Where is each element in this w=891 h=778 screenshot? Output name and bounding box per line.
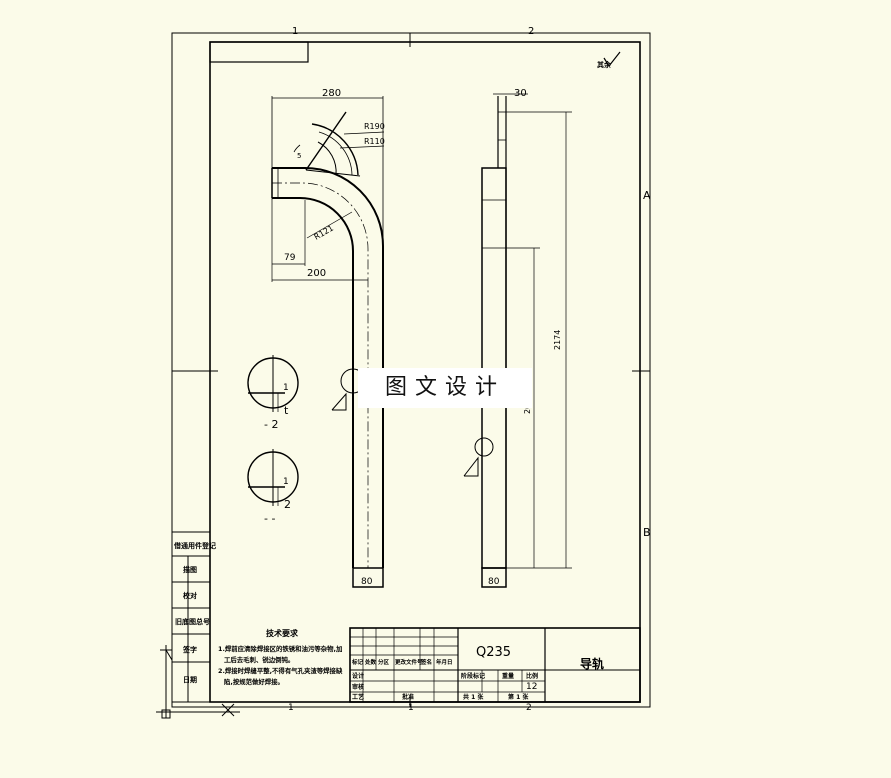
dim-30: 30	[514, 88, 527, 99]
watermark-overlay: 图文设计	[358, 368, 532, 408]
left-stamp-column	[171, 531, 211, 703]
dim-200: 200	[307, 268, 326, 279]
roughness-check-icon	[603, 51, 621, 68]
dim-79: 79	[284, 253, 296, 263]
dim-80-side: 80	[488, 577, 500, 587]
stamp-col-4: 签字	[182, 645, 197, 654]
dim-r190: R190	[364, 122, 385, 131]
tb-label-5: 年月日	[436, 658, 453, 666]
section-2-mark: 1	[283, 477, 289, 487]
stamp-col-5: 日期	[183, 675, 197, 684]
roughness-text: 其余	[597, 60, 612, 69]
front-view	[271, 96, 385, 588]
tb-scale-value: 12	[526, 682, 537, 692]
title-block	[349, 627, 641, 703]
tb-label-2: 分区	[378, 658, 390, 666]
dim-280: 280	[322, 88, 341, 99]
zone-bottom-2: 1	[408, 703, 414, 713]
dim-2174: 2174	[553, 330, 562, 350]
stamp-col-2: 校对	[183, 591, 197, 600]
section-2-caption: - -	[264, 512, 275, 525]
tech-title: 技术要求	[266, 628, 299, 638]
tb-design: 设计	[352, 672, 364, 680]
section-1-mark: 1	[283, 383, 289, 393]
dim-80-front: 80	[361, 577, 373, 587]
code-box	[209, 41, 309, 63]
tb-check: 审核	[352, 683, 364, 691]
tech-line-2: 工后去毛刺、锐边倒钝。	[224, 655, 294, 664]
tb-label-4: 签名	[420, 658, 432, 666]
tb-sheet: 第 1 张	[507, 693, 529, 701]
tech-line-4: 陷,按规范做好焊接。	[224, 677, 284, 686]
tb-weight: 重量	[502, 672, 514, 680]
stamp-col-0: 借通用件登记	[173, 541, 216, 550]
dim-angle: 5	[297, 152, 301, 160]
zone-top-1: 1	[292, 26, 298, 37]
tb-label-0: 标记	[351, 658, 364, 666]
dim-r110: R110	[364, 137, 385, 146]
tb-sheets: 共 1 张	[463, 693, 484, 701]
tb-scale: 比例	[526, 672, 538, 680]
tb-label-1: 处数	[364, 658, 377, 666]
zone-bottom-3: 2	[526, 703, 532, 713]
roughness-symbol: 其余	[597, 51, 621, 69]
zone-top-2: 2	[528, 26, 534, 37]
outer-frame	[171, 32, 651, 708]
tb-stage: 阶段标记	[461, 672, 485, 680]
zone-bottom-1: 1	[288, 703, 294, 713]
dim-r121: R121	[313, 224, 336, 242]
tech-line-3: 2.焊接时焊缝平整,不得有气孔夹渣等焊接缺	[218, 666, 343, 675]
tech-line-1: 1.焊前应清除焊接区的铁锈和油污等杂物,加	[218, 644, 342, 653]
tb-label-3: 更改文件号	[395, 658, 423, 666]
section-2-side: 2	[284, 498, 291, 511]
tb-approve: 批准	[402, 693, 414, 701]
section-detail-1	[247, 355, 299, 412]
section-1-caption: - 2	[264, 418, 278, 431]
tb-process: 工艺	[352, 693, 364, 701]
zone-right-b: B	[643, 526, 651, 539]
dim-20: 20	[523, 404, 532, 414]
zone-right-a: A	[643, 189, 651, 202]
material-q235: Q235	[476, 645, 511, 660]
stamp-col-3: 旧底图总号	[175, 617, 210, 626]
stamp-col-1: 描图	[183, 565, 197, 574]
origin-marker	[156, 645, 240, 719]
part-name: 导轨	[580, 656, 604, 671]
section-1-side: t	[284, 404, 289, 417]
section-detail-2	[247, 449, 299, 506]
